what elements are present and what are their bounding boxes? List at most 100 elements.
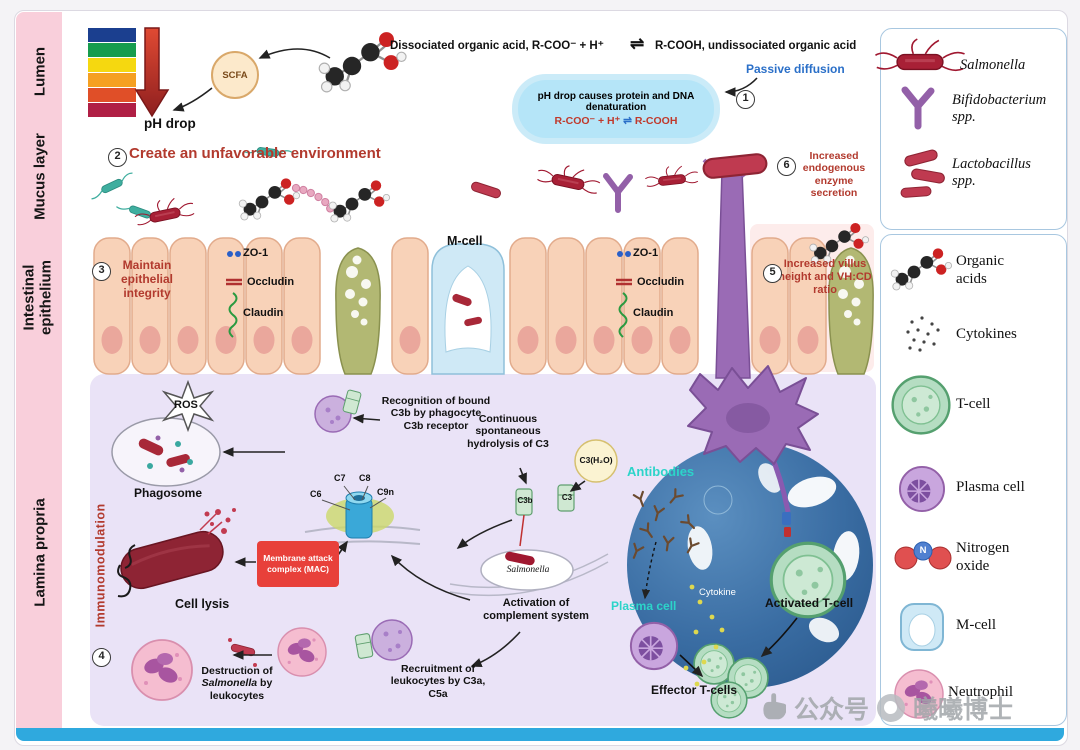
nitrogen-n-label: N [919,545,927,556]
m-cell-icon [900,603,944,651]
legend-mcell: M-cell [956,617,996,633]
flow-arrows [172,48,758,668]
t-cell-icon [891,375,951,435]
label-cytokine: Cytokine [699,587,736,598]
c3-hydrolysis-circle [574,439,618,483]
mac-box: Membrane attack complex (MAC) [257,541,339,587]
hand-icon [763,693,786,720]
label-zo1-left: ZO-1 [243,247,269,259]
label-plasma-cell: Plasma cell [611,599,677,613]
denaturation-text: pH drop causes protein and DNA denaturat… [537,91,695,113]
rcooh-text: R-COOH [634,115,678,127]
label-epithelial-integrity: Maintain epithelial integrity [120,258,173,301]
label-ph-drop: pH drop [144,116,196,131]
layer-label-lumen: Lumen [31,46,49,97]
legend-bifidobacterium: Bifidobacterium spp. [952,92,1047,126]
label-effector-tcells: Effector T-cells [651,683,738,697]
immune-response-circle [627,442,873,719]
reaction-arrow: ⇌ [623,115,632,127]
label-immunomodulation: Immunomodulation [93,503,108,628]
scfa-circle: SCFA [211,51,259,99]
layer-label-lamina: Lamina propria [31,498,49,607]
label-salmonella-membrane: Salmonella [506,565,550,575]
legend-neutrophil: Neutrophil [948,684,1013,700]
m-cell [431,243,505,375]
step-3-badge: 3 [92,262,111,281]
legend-nitrogen-oxide: Nitrogen oxide [956,540,1010,574]
label-c8: C8 [359,473,371,483]
ph-drop-arrow [134,27,170,118]
nitrogen-oxide-icon [894,541,952,570]
cell-lysis-graphic [117,508,236,598]
mucus-microbes [87,144,700,228]
legend-salmonella: Salmonella [960,57,1026,73]
watermark-prefix: 公众号 [794,695,870,724]
tight-junction-right [616,251,632,338]
legend-icons [873,37,967,719]
bottom-blue-bar [16,728,1064,741]
label-phagosome: Phagosome [134,486,203,500]
salmonella-icon [873,37,967,72]
label-destruction: Destruction of Salmonella by leukocytes [184,665,290,702]
xixi-logo [877,694,906,722]
destruction-pre: Destruction of [201,665,273,677]
label-c6: C6 [310,489,322,499]
dendritic-cell [687,152,819,465]
label-undissociated-acid: R-COOH, undissociated organic acid [655,40,857,52]
label-c3-tag: C3 [561,493,573,502]
label-unfavorable-environment: Create an unfavorable environment [129,145,381,162]
tight-junction-left [226,251,242,338]
legend-lactobacillus: Lactobacillus spp. [952,156,1031,190]
destruction-species: Salmonella [201,677,258,690]
label-zo1-right: ZO-1 [633,247,659,259]
step-2-badge: 2 [108,148,127,167]
c3-tags [515,484,575,547]
ros-star [161,379,215,433]
label-c9n: C9n [377,487,395,497]
denaturation-reaction: R-COO⁻ + H⁺ ⇌ R-COOH [555,115,678,127]
equilibrium-arrows: ⇌ [630,34,645,53]
cytokine-dots [683,584,725,687]
label-occludin-left: Occludin [247,276,295,288]
bifidobacterium-legend-icon [901,86,935,130]
organic-acids-icon [890,247,953,291]
bifidobacterium-icon [603,173,633,213]
label-cell-lysis: Cell lysis [175,597,230,611]
label-claudin-left: Claudin [243,307,284,319]
ph-scale-bars [88,28,136,117]
leukocyte-destruction-graphic [131,627,327,701]
label-claudin-right: Claudin [633,307,674,319]
label-mcell: M-cell [447,234,483,248]
legend-cytokines: Cytokines [956,326,1017,342]
label-c3h2o: C3(H₂O) [579,455,613,465]
plasma-cell-icon [899,466,945,512]
legend-tcell: T-cell [956,396,991,412]
watermark-name: 曦曦博士 [913,695,1014,724]
recruited-leukocyte [354,619,413,661]
legend-plasma-cell: Plasma cell [956,479,1025,495]
step-5-badge: 5 [763,264,782,283]
label-activated-tcell: Activated T-cell [765,596,854,610]
plasma-cell [629,621,679,671]
label-c3b-recognition: Recognition of bound C3b by phagocyte C3… [381,395,491,432]
label-dissociated-acid: Dissociated organic acid, R-COO⁻ + H⁺ [390,40,604,52]
step-4-badge: 4 [92,648,111,667]
layer-label-epithelium: Intestinal epithelium [20,260,55,336]
label-enzyme-secretion: Increased endogenous enzyme secretion [802,150,866,200]
layer-label-mucus: Mucus layer [31,133,49,220]
phagocyte-cell [314,389,362,433]
label-c3-hydrolysis: Continuous spontaneous hydrolysis of C3 [467,413,549,450]
label-c7: C7 [334,473,346,483]
watermark: 公众号 曦曦博士 [760,690,1013,726]
rcoo-text: R-COO⁻ + H⁺ [554,115,621,127]
label-passive-diffusion: Passive diffusion [746,62,845,76]
captured-lactobacillus [701,152,769,180]
layer-label-strip [16,12,62,728]
label-occludin-right: Occludin [637,276,685,288]
step-1-badge: 1 [736,90,755,109]
label-complement-activation: Activation of complement system [483,597,589,622]
salmonella-membrane [449,549,609,597]
mac-pore-complex [304,485,421,547]
label-c3b-tag: C3b [517,496,533,505]
